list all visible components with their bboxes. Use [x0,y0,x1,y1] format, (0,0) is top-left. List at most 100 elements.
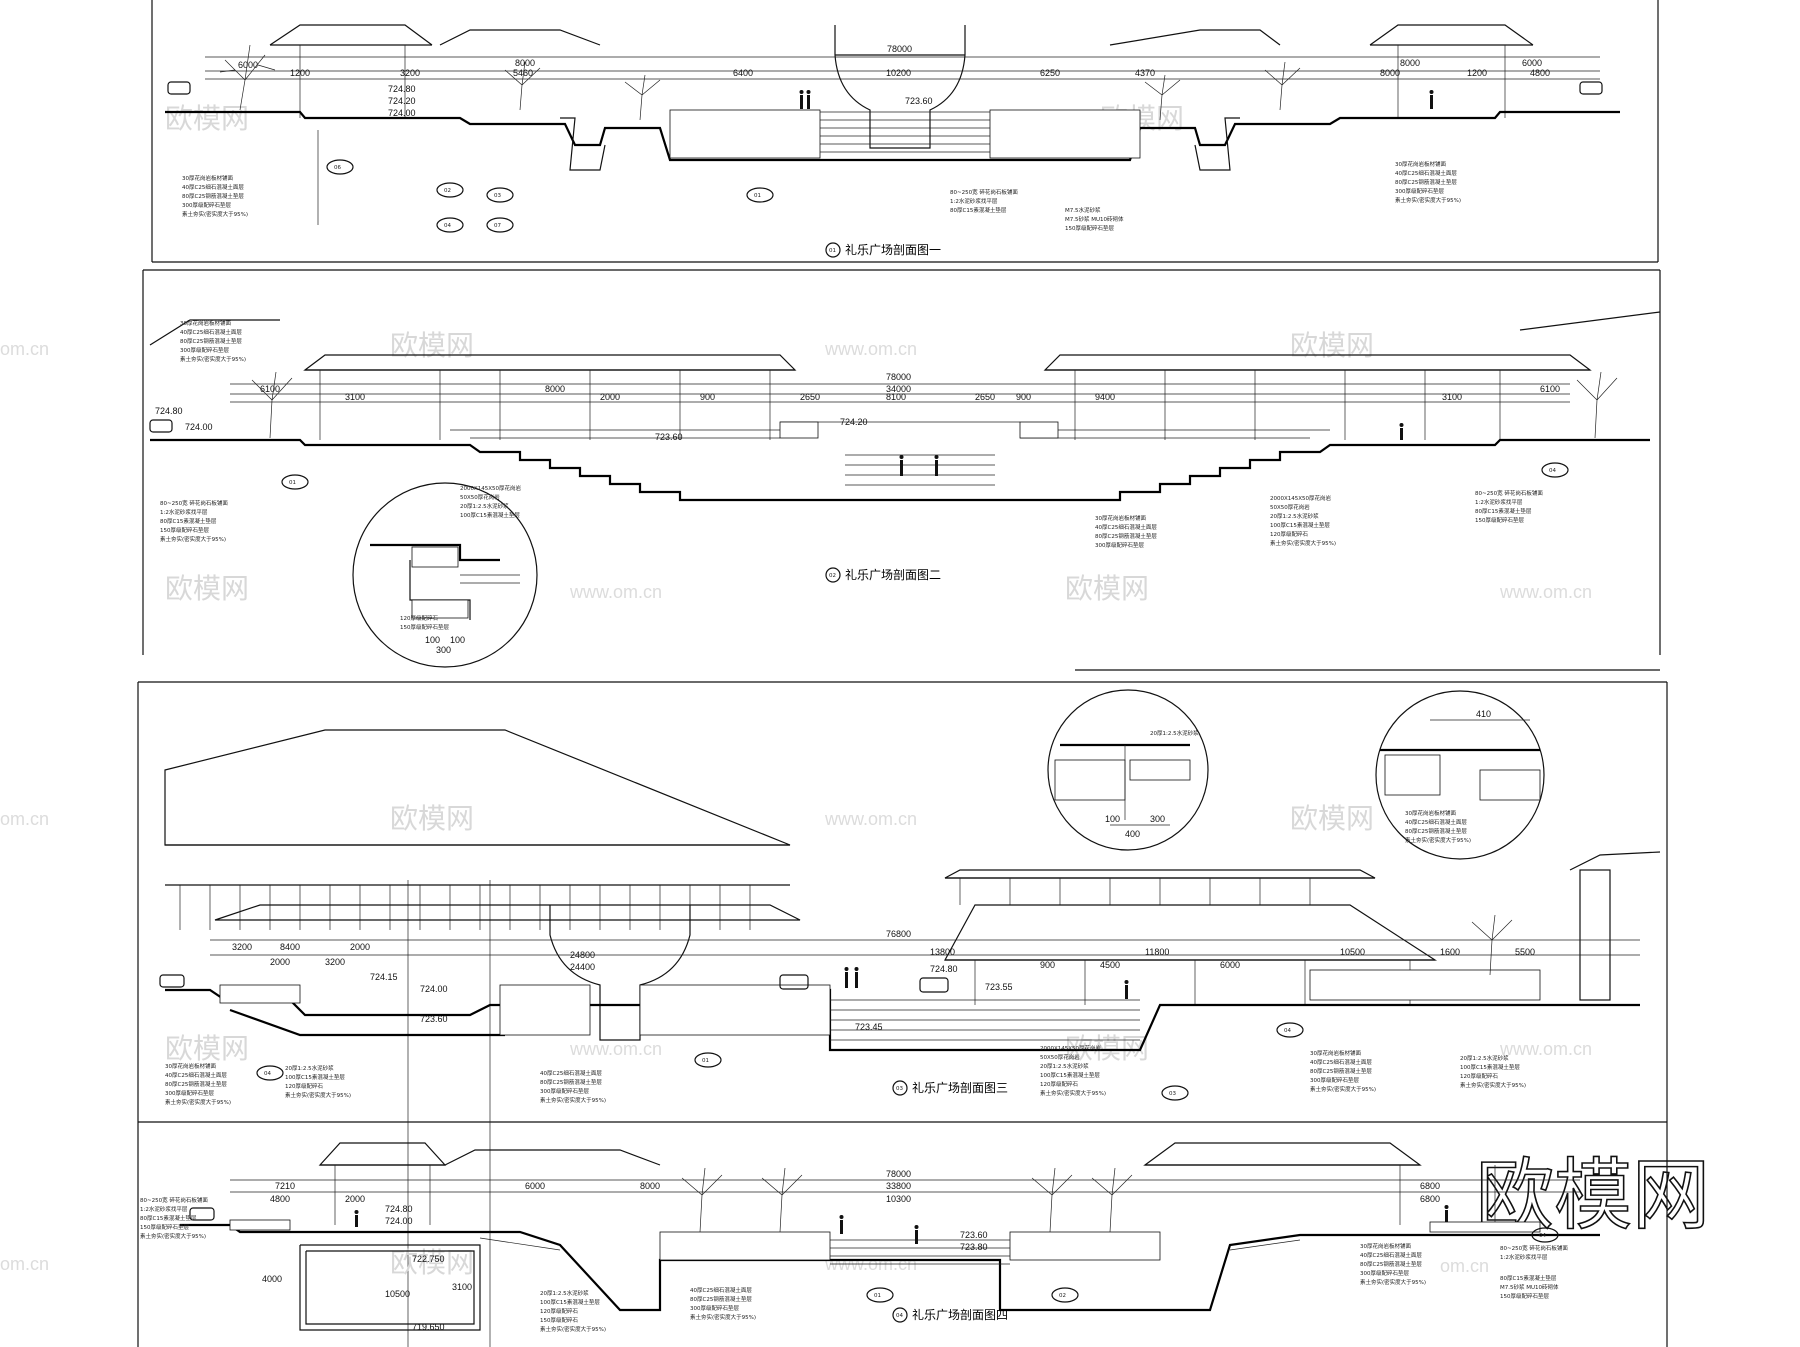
svg-text:素土夯实(密实度大于95%): 素土夯实(密实度大于95%) [690,1313,756,1321]
sheet-frame [137,0,1668,1347]
svg-text:40厚C25细石混凝土面层: 40厚C25细石混凝土面层 [180,328,242,336]
canopy-left [214,904,801,921]
svg-text:素土夯实(密实度大于95%): 素土夯实(密实度大于95%) [1395,196,1461,204]
dimension-label: 6100 [1540,384,1560,394]
human-figures [844,967,1129,999]
section-1: 78000 6000 8000 6400 10200 6250 8000 600… [165,24,1620,258]
dimension-label: 78000 [886,372,911,382]
svg-text:30厚花岗岩板材铺面: 30厚花岗岩板材铺面 [1405,809,1456,817]
callout-bubbles: 04 01 03 04 [256,1022,1304,1101]
dimension-label: 6100 [260,384,280,394]
watermark-url: www.om.cn [569,582,662,602]
svg-text:01: 01 [874,1293,881,1299]
detail-circle-2: 400 100 300 20厚1:2.5水泥砂浆 [1047,689,1209,851]
svg-text:素土夯实(密实度大于95%): 素土夯实(密实度大于95%) [1460,1081,1526,1089]
dimension-label: 8000 [545,384,565,394]
dimension-label: 3200 [400,68,420,78]
svg-text:1:2水泥砂浆找平层: 1:2水泥砂浆找平层 [950,197,998,205]
dimension-label: 24400 [570,962,595,972]
svg-text:120厚级配碎石: 120厚级配碎石 [1270,530,1308,538]
svg-text:02: 02 [444,188,451,194]
stone-gabions [229,1219,1541,1261]
elevation-label: 723.60 [655,432,683,442]
dimension-label: 10200 [886,68,911,78]
svg-text:素土夯实(密实度大于95%): 素土夯实(密实度大于95%) [540,1325,606,1333]
svg-text:素土夯实(密实度大于95%): 素土夯实(密实度大于95%) [540,1096,606,1104]
steps-center [820,111,990,153]
dimension-label: 7210 [275,1181,295,1191]
dimension-label: 2000 [270,957,290,967]
svg-text:120厚级配碎石: 120厚级配碎石 [285,1082,323,1090]
elevation-label: 723.60 [960,1230,988,1240]
dimension-label: 8400 [280,942,300,952]
svg-text:01: 01 [829,248,836,254]
dimension-label: 10500 [1340,947,1365,957]
svg-text:M7.5砂浆 MU10砖砌体: M7.5砂浆 MU10砖砌体 [1500,1283,1559,1291]
canopy-right [1043,354,1592,440]
dimension-label: 10500 [385,1289,410,1299]
watermark-text: 欧模网 [165,572,249,605]
svg-text:100厚C15素混凝土垫层: 100厚C15素混凝土垫层 [540,1298,600,1306]
svg-text:30厚花岗岩板材铺面: 30厚花岗岩板材铺面 [1310,1049,1361,1057]
ground-profile [165,110,1620,162]
elevation-label: 724.00 [385,1216,413,1226]
section-3: 76800 3200 8400 2000 3200 2000 24800 244… [159,689,1661,1106]
human-figures [799,90,1434,109]
tree-icons [251,371,1618,439]
dimension-label: 24800 [570,950,595,960]
svg-text:100厚C15素混凝土垫层: 100厚C15素混凝土垫层 [1460,1063,1520,1071]
svg-text:04: 04 [896,1313,903,1319]
svg-text:80厚C25钢筋混凝土垫层: 80厚C25钢筋混凝土垫层 [540,1078,602,1086]
watermark-text: 欧模网 [1290,802,1374,835]
svg-text:400: 400 [1125,829,1140,839]
callout-bubbles: 01 04 [281,462,1569,490]
svg-text:100厚C15素混凝土垫层: 100厚C15素混凝土垫层 [460,511,520,519]
stone-block [1019,421,1059,439]
watermark-url: www.om.cn [824,809,917,829]
svg-text:素土夯实(密实度大于95%): 素土夯实(密实度大于95%) [1405,836,1471,844]
svg-text:素土夯实(密实度大于95%): 素土夯实(密实度大于95%) [1310,1085,1376,1093]
svg-text:120厚级配碎石: 120厚级配碎石 [1040,1080,1078,1088]
dimension-label: 8100 [886,392,906,402]
dimension-label: 4500 [1100,960,1120,970]
svg-text:50X50厚花岗岩: 50X50厚花岗岩 [1270,503,1310,511]
svg-text:20厚1:2.5水泥砂浆: 20厚1:2.5水泥砂浆 [460,502,509,510]
dimension-label: 8000 [640,1181,660,1191]
underground-pool [299,1244,481,1331]
svg-text:40厚C25细石混凝土面层: 40厚C25细石混凝土面层 [182,183,244,191]
center-steps [830,999,1140,1041]
material-notes-right: 30厚花岗岩板材铺面 40厚C25细石混凝土面层 80厚C25钢筋混凝土垫层 3… [1360,1242,1568,1300]
svg-text:150厚级配碎石垫层: 150厚级配碎石垫层 [140,1223,189,1231]
svg-text:07: 07 [494,223,501,229]
svg-text:40厚C25细石混凝土面层: 40厚C25细石混凝土面层 [165,1071,227,1079]
elevation-label: 722.750 [412,1254,445,1264]
watermark-text: 欧模网 [165,1032,249,1065]
dimension-label: 3100 [1442,392,1462,402]
svg-text:150厚级配碎石垫层: 150厚级配碎石垫层 [1500,1292,1549,1300]
svg-text:100: 100 [425,635,440,645]
dimension-label: 1600 [1440,947,1460,957]
dimension-label: 5500 [1515,947,1535,957]
svg-text:素土夯实(密实度大于95%): 素土夯实(密实度大于95%) [165,1098,231,1106]
roof-edge [149,319,280,346]
watermark-url: www.om.cn [1499,1039,1592,1059]
material-notes-right: 30厚花岗岩板材铺面 40厚C25细石混凝土面层 80厚C25钢筋混凝土垫层 3… [1395,160,1461,204]
car-icon [919,977,949,993]
stone-block [779,421,819,439]
svg-text:03: 03 [896,1086,903,1092]
elevation-label: 719.650 [412,1322,445,1332]
svg-text:01: 01 [754,193,761,199]
svg-text:300厚级配碎石垫层: 300厚级配碎石垫层 [1095,541,1144,549]
detail-circle-1: 120厚级配碎石 150厚级配碎石垫层 100 100 300 2000X145… [352,482,538,668]
pavilion-left [318,1142,447,1225]
car-icon [1579,81,1603,95]
roof-left-slope [439,29,601,46]
ramp-steps [479,1237,1301,1251]
watermark-url: www.om.cn [569,1039,662,1059]
svg-text:80厚C25钢筋混凝土垫层: 80厚C25钢筋混凝土垫层 [1360,1260,1422,1268]
svg-text:80厚C25钢筋混凝土垫层: 80厚C25钢筋混凝土垫层 [1310,1067,1372,1075]
watermark-text: 欧模网 [165,102,249,135]
svg-text:300: 300 [1150,814,1165,824]
dimension-label: 6000 [1220,960,1240,970]
